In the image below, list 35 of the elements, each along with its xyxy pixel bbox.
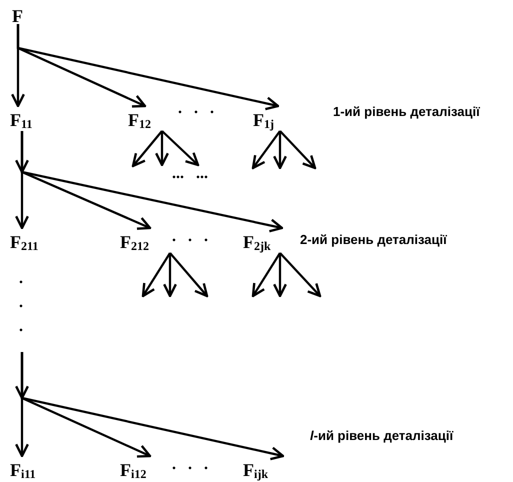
arrow: [155, 131, 169, 166]
arrow: [16, 24, 280, 110]
formula-label: F$_{2jk}$: [243, 232, 271, 256]
formula-label: F$_{1j}$: [253, 110, 274, 134]
arrow: [252, 252, 281, 298]
ellipsis: .: [19, 322, 23, 332]
arrow: [142, 252, 171, 298]
formula-label: F$_{212}$: [120, 232, 149, 256]
formula-label: F: [12, 6, 23, 26]
formula-label: F$_{i11}$: [10, 460, 36, 482]
ellipsis: . . .: [172, 460, 208, 470]
arrow: [252, 130, 281, 170]
arrow: [273, 131, 287, 170]
ellipsis: ... ...: [172, 169, 208, 179]
arrow: [273, 253, 287, 298]
formula-label: F$_{12}$: [128, 110, 151, 134]
arrow: [279, 252, 322, 298]
ellipsis: . . .: [178, 104, 214, 114]
arrow: [20, 352, 284, 460]
formula-label: F$_{i12}$: [120, 460, 146, 482]
arrow: [163, 253, 177, 298]
level-label: l-ий рівень деталізації: [310, 428, 454, 443]
arrow: [132, 130, 163, 168]
level-label: 1-ий рівень деталізації: [333, 104, 480, 119]
formula-label: F$_{ijk}$: [243, 460, 268, 482]
ellipsis: . . .: [172, 232, 208, 242]
formula-label: F$_{11}$: [10, 110, 32, 134]
arrow: [20, 131, 284, 232]
level-label: 2-ий рівень деталізації: [300, 232, 447, 247]
ellipsis: .: [19, 274, 23, 284]
arrow: [161, 130, 200, 166]
arrow: [169, 252, 208, 298]
formula-label: F$_{211}$: [10, 232, 38, 256]
ellipsis: .: [19, 298, 23, 308]
arrow: [279, 130, 316, 170]
